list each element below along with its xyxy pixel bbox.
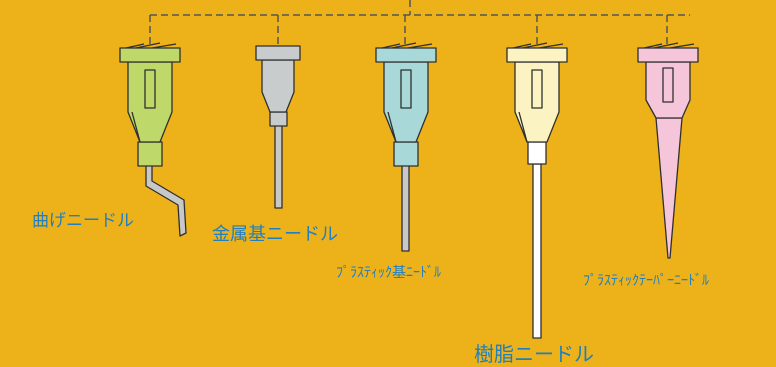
taper-needle-thread [643,42,695,49]
metal-needle-hub [261,59,295,113]
taper-needle-illustration [637,42,699,259]
resin-needle-shaft [532,163,542,339]
taper-needle-hub [645,61,691,119]
metal-needle-collar [269,111,288,127]
resin-needle-hub [514,61,560,143]
plastic-needle-hub [383,61,429,143]
plastic-needle-flange [375,47,437,63]
taper-needle-flange [637,47,699,63]
resin-needle-thread [512,42,564,49]
bent-needle-flange [119,47,181,63]
plastic-needle-facet [387,111,397,143]
metal-needle-flange [255,45,301,61]
resin-needle-flange [506,47,568,63]
resin-needle-label: 樹脂ニードル [474,342,594,366]
connector-lines [149,0,690,44]
bent-needle-shaft [145,164,187,237]
resin-needle-facet [518,111,528,143]
taper-needle-tip [655,117,683,259]
bent-needle-thread [125,42,177,49]
plastic-needle-shaft [401,164,410,252]
resin-needle-window [531,69,543,109]
bent-needle-label: 曲げニードル [32,211,134,231]
resin-needle-tip-base [527,141,547,165]
taper-needle-label: ﾌﾟﾗｽﾃｨｯｸﾃｰﾊﾟｰﾆｰﾄﾞﾙ [583,273,709,289]
bent-needle-facet [131,111,141,143]
taper-needle-window [662,67,674,103]
metal-needle-shaft [274,123,283,209]
metal-hub-needle-label: 金属基ニードル [212,224,338,245]
bent-needle-hub [127,61,173,143]
plastic-needle-window [400,69,412,109]
bent-needle-collar [137,141,163,167]
plastic-hub-needle-label: ﾌﾟﾗｽﾃｨｯｸ基ﾆｰﾄﾞﾙ [336,265,441,281]
plastic-needle-collar [393,141,419,167]
bent-needle-window [144,69,156,109]
resin-needle-illustration [506,42,568,339]
plastic-needle-thread [381,42,433,49]
metal-hub-needle-illustration [255,45,301,209]
bent-needle-illustration [119,42,187,237]
plastic-hub-needle-illustration [375,42,437,252]
